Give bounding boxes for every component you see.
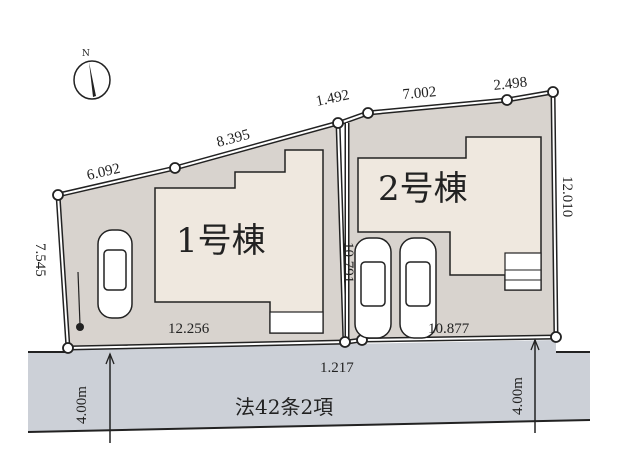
dimension-2498: 2.498 [493,75,528,94]
car-icon [354,237,392,339]
arrowhead [530,338,540,351]
dimension-12256: 12.256 [168,321,210,337]
pole-line [77,271,81,326]
dimension-12010: 12.010 [559,176,575,217]
building-1 [154,149,324,334]
entrance-1 [269,311,324,334]
dimension-1492: 1.492 [315,87,351,110]
lot-1-boundary [55,119,348,351]
road-label: 法42条2項 [235,395,333,419]
compass-icon: N [73,49,111,100]
dimension-7545: 7.545 [32,243,48,277]
dimension-7002: 7.002 [402,84,437,103]
dimension-6092: 6.092 [85,161,121,184]
dimension-10877: 10.877 [428,321,470,337]
building-2-label: 2号棟 [378,169,468,209]
building-1-label: 1号棟 [176,221,266,261]
car-icon [399,237,437,339]
entrance-2 [504,252,542,291]
dimension-1217: 1.217 [320,360,354,376]
dimension-10791: 10.791 [340,242,356,283]
car-icon [97,229,133,319]
road-width-right: 4.00m [510,377,526,415]
compass-north-label: N [82,49,90,59]
road [28,340,590,432]
road-width-left: 4.00m [74,386,90,424]
pole-icon [76,323,84,331]
arrowhead [105,352,115,365]
road-bottom-edge [27,419,591,433]
